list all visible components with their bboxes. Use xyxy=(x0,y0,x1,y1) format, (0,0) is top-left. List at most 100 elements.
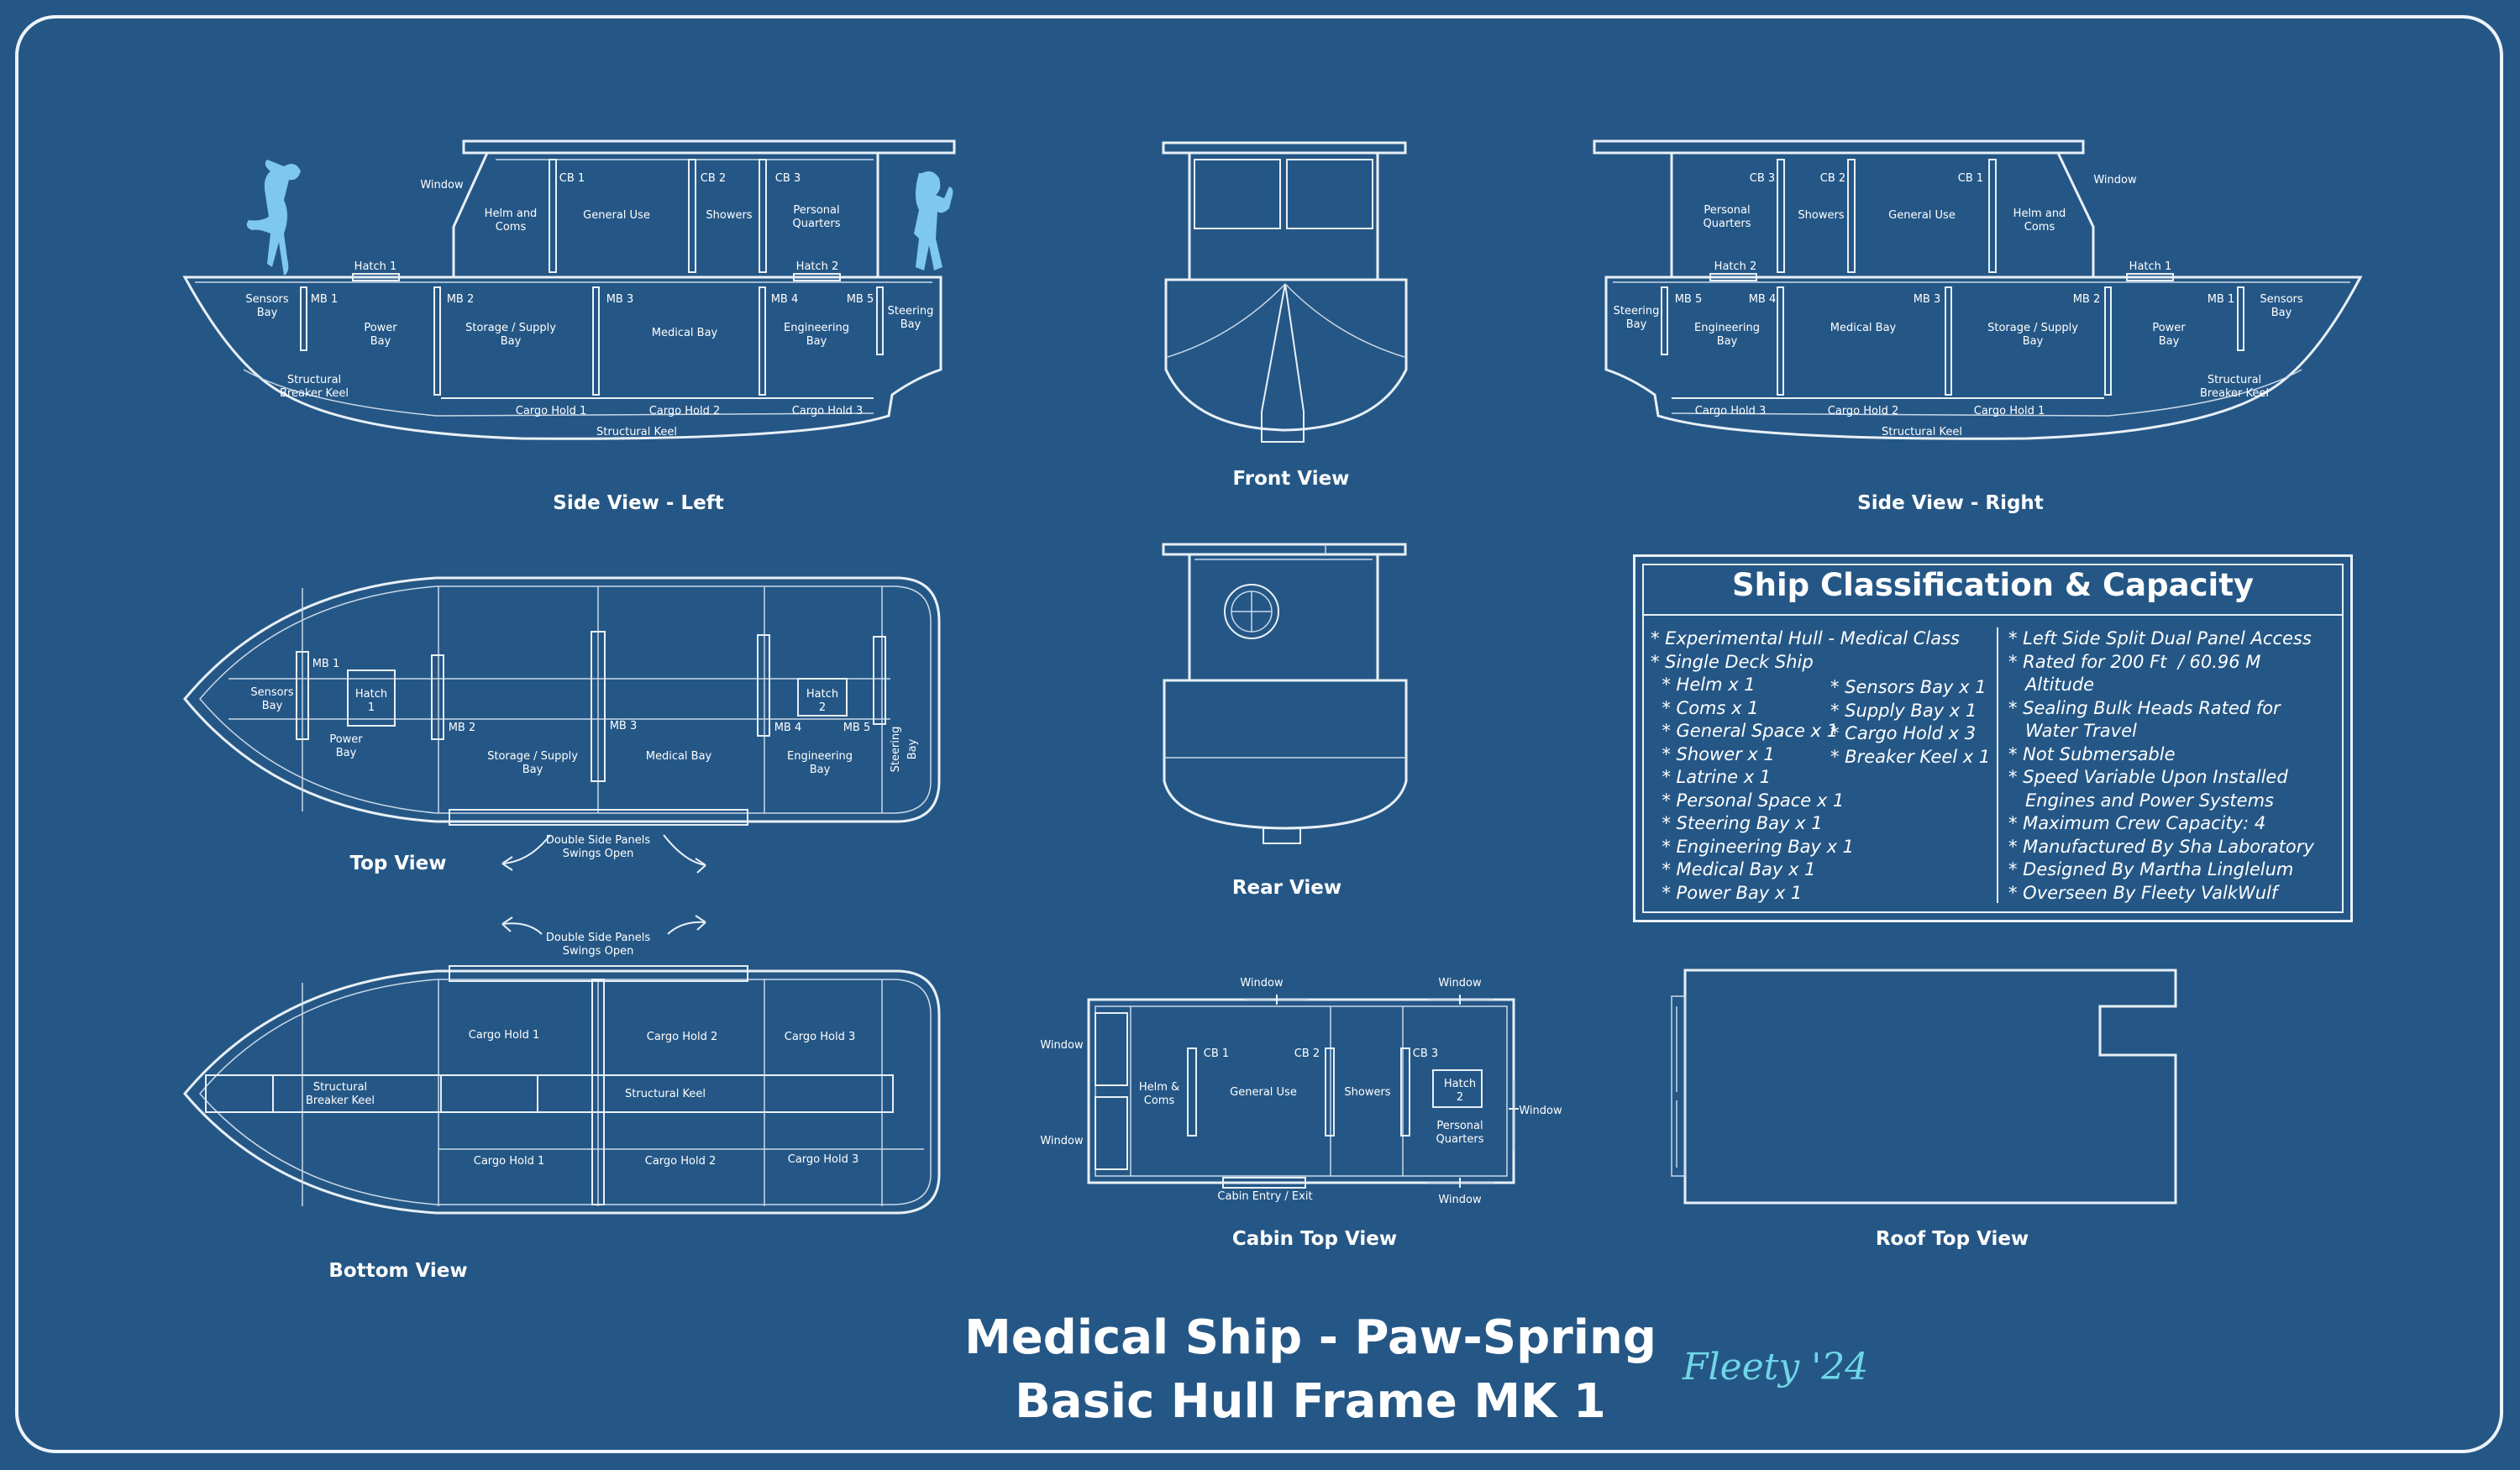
front-view: Front View xyxy=(1162,141,1408,490)
spec-item: Altitude xyxy=(2008,675,2095,695)
svg-text:Cargo Hold 3: Cargo Hold 3 xyxy=(785,1031,856,1043)
svg-text:Roof Top View: Roof Top View xyxy=(1876,1228,2029,1250)
svg-text:Personal: Personal xyxy=(1436,1120,1483,1132)
title-line-1: Medical Ship - Paw-Spring xyxy=(964,1310,1656,1365)
svg-text:Helm and: Helm and xyxy=(485,207,538,220)
svg-text:MB 3: MB 3 xyxy=(610,720,638,732)
svg-text:Cargo Hold 1: Cargo Hold 1 xyxy=(1974,405,2045,417)
svg-text:Power: Power xyxy=(364,322,397,334)
spec-item: * Not Submersable xyxy=(2008,743,2176,764)
svg-text:Cargo Hold 3: Cargo Hold 3 xyxy=(1695,405,1767,417)
svg-text:Top View: Top View xyxy=(349,853,446,874)
roof-top-view: Roof Top View xyxy=(1671,969,2177,1250)
spec-item: * Helm x 1 xyxy=(1651,675,1756,695)
svg-text:Medical Bay: Medical Bay xyxy=(652,327,718,339)
svg-text:Sensors: Sensors xyxy=(250,686,294,699)
svg-text:CB 3: CB 3 xyxy=(1413,1047,1438,1060)
svg-text:MB 3: MB 3 xyxy=(1914,293,1941,306)
svg-text:Storage / Supply: Storage / Supply xyxy=(487,750,578,763)
svg-text:Hatch: Hatch xyxy=(806,688,838,701)
spec-item: * Coms x 1 xyxy=(1651,697,1759,718)
svg-text:Window: Window xyxy=(1040,1135,1084,1147)
svg-text:Hatch 2: Hatch 2 xyxy=(796,260,839,273)
svg-text:Cargo Hold 1: Cargo Hold 1 xyxy=(474,1155,545,1168)
svg-text:Showers: Showers xyxy=(1344,1086,1390,1099)
svg-text:Cargo Hold 1: Cargo Hold 1 xyxy=(469,1029,540,1042)
svg-text:Window: Window xyxy=(1438,1194,1482,1206)
svg-text:Steering: Steering xyxy=(888,305,934,318)
spec-item: * Sensors Bay x 1 xyxy=(1830,677,1987,697)
svg-text:Coms: Coms xyxy=(2024,221,2055,234)
svg-text:Rear View: Rear View xyxy=(1232,877,1341,899)
svg-text:Cargo Hold 3: Cargo Hold 3 xyxy=(788,1153,859,1166)
svg-text:MB 1: MB 1 xyxy=(312,658,340,670)
spec-item: * Steering Bay x 1 xyxy=(1651,813,1823,833)
svg-text:Hatch: Hatch xyxy=(1444,1078,1476,1090)
svg-text:Showers: Showers xyxy=(1798,209,1844,222)
ship-classification-panel: Ship Classification & Capacity * Experim… xyxy=(1633,554,2353,922)
svg-text:Engineering: Engineering xyxy=(1694,322,1760,334)
svg-text:Window: Window xyxy=(420,179,464,192)
svg-text:Bay: Bay xyxy=(336,747,357,759)
svg-text:Bay: Bay xyxy=(2271,307,2292,319)
svg-text:Steering: Steering xyxy=(1614,305,1660,318)
svg-text:Power: Power xyxy=(329,733,363,746)
svg-text:MB 1: MB 1 xyxy=(2208,293,2235,306)
svg-text:Window: Window xyxy=(1040,1039,1084,1052)
svg-text:Cargo Hold 1: Cargo Hold 1 xyxy=(516,405,587,417)
svg-text:CB 1: CB 1 xyxy=(1958,172,1983,185)
panel-inner-border xyxy=(1642,564,2344,913)
page-title: Medical Ship - Paw-Spring Basic Hull Fra… xyxy=(882,1306,1739,1434)
spec-item: * Experimental Hull - Medical Class xyxy=(1651,628,1960,648)
column-divider xyxy=(1997,627,1998,903)
svg-text:Structural Keel: Structural Keel xyxy=(625,1088,706,1100)
spec-item: Water Travel xyxy=(2008,721,2137,741)
svg-text:Bay: Bay xyxy=(501,335,522,348)
svg-text:CB 2: CB 2 xyxy=(1820,172,1845,185)
spec-item: * Overseen By Fleety ValkWulf xyxy=(2008,882,2278,903)
svg-text:Bay: Bay xyxy=(810,764,831,776)
svg-text:Coms: Coms xyxy=(1144,1095,1175,1107)
svg-text:Side View - Left: Side View - Left xyxy=(553,492,723,514)
spec-column-2: * Sensors Bay x 1* Supply Bay x 1* Cargo… xyxy=(1830,676,1990,769)
svg-text:Bay: Bay xyxy=(806,335,827,348)
svg-text:Bay: Bay xyxy=(2023,335,2044,348)
svg-text:Double Side Panels: Double Side Panels xyxy=(546,932,651,944)
svg-text:Structural: Structural xyxy=(2208,374,2261,386)
spec-column-1: * Experimental Hull - Medical Class* Sin… xyxy=(1651,627,1960,905)
svg-text:MB 5: MB 5 xyxy=(847,293,874,306)
svg-text:Cabin Top View: Cabin Top View xyxy=(1232,1228,1397,1250)
svg-text:Breaker Keel: Breaker Keel xyxy=(306,1095,375,1107)
svg-text:Cargo Hold 2: Cargo Hold 2 xyxy=(645,1155,717,1168)
svg-text:Structural: Structural xyxy=(287,374,341,386)
svg-text:Personal: Personal xyxy=(793,204,839,217)
svg-text:Medical Bay: Medical Bay xyxy=(1830,322,1897,334)
svg-text:Hatch 2: Hatch 2 xyxy=(1714,260,1757,273)
spec-item: * Engineering Bay x 1 xyxy=(1651,836,1855,857)
svg-text:MB 3: MB 3 xyxy=(606,293,634,306)
spec-item: * Power Bay x 1 xyxy=(1651,882,1803,903)
spec-item: * Sealing Bulk Heads Rated for xyxy=(2008,697,2281,718)
spec-item: * Rated for 200 Ft / 60.96 M xyxy=(2008,651,2261,672)
spec-item: * Speed Variable Upon Installed xyxy=(2008,767,2288,787)
svg-text:Front View: Front View xyxy=(1233,468,1350,490)
svg-text:CB 1: CB 1 xyxy=(559,172,585,185)
svg-text:Cargo Hold 2: Cargo Hold 2 xyxy=(1828,405,1899,417)
svg-text:Breaker Keel: Breaker Keel xyxy=(2200,387,2269,400)
svg-text:Medical Bay: Medical Bay xyxy=(646,750,712,763)
spec-item: * Cargo Hold x 3 xyxy=(1830,723,1977,743)
svg-text:Bay: Bay xyxy=(1717,335,1738,348)
svg-text:Swings Open: Swings Open xyxy=(563,848,634,860)
svg-text:CB 3: CB 3 xyxy=(1750,172,1775,185)
panel-divider xyxy=(1642,614,2344,616)
svg-text:Hatch: Hatch xyxy=(355,688,387,701)
svg-text:Storage / Supply: Storage / Supply xyxy=(1987,322,2078,334)
svg-text:General Use: General Use xyxy=(1230,1086,1297,1099)
svg-text:MB 4: MB 4 xyxy=(1749,293,1777,306)
spec-item: * Manufactured By Sha Laboratory xyxy=(2008,836,2314,857)
svg-text:Window: Window xyxy=(1519,1105,1562,1117)
